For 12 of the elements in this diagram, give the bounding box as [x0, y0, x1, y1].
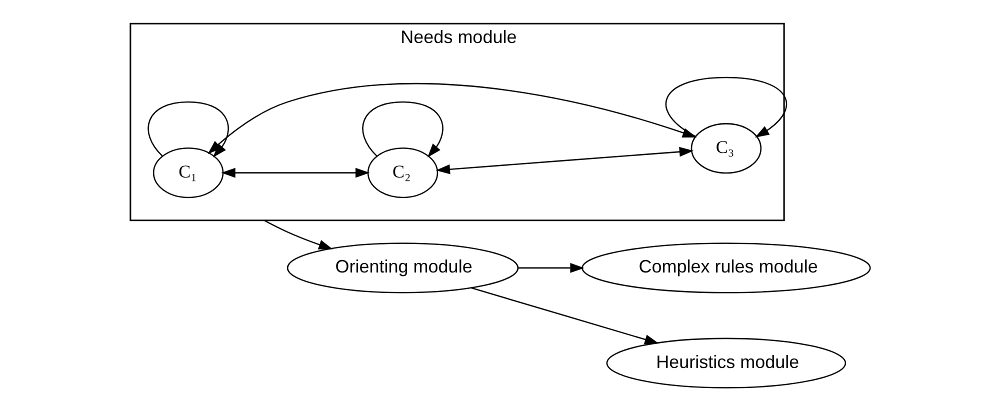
arrow [220, 168, 370, 178]
arrow [518, 263, 584, 273]
arrow [263, 220, 332, 250]
node-ellipse: C₃ [690, 123, 762, 174]
arrow [435, 146, 694, 174]
node-ellipse: Heuristics module [606, 338, 846, 388]
node-ellipse: Complex rules module [581, 242, 870, 294]
arrow [362, 101, 443, 158]
node-ellipse: C₁ [152, 148, 224, 198]
node-ellipse: Orienting module [286, 242, 518, 294]
node-ellipse: C₂ [366, 148, 438, 198]
arrow [470, 287, 658, 344]
